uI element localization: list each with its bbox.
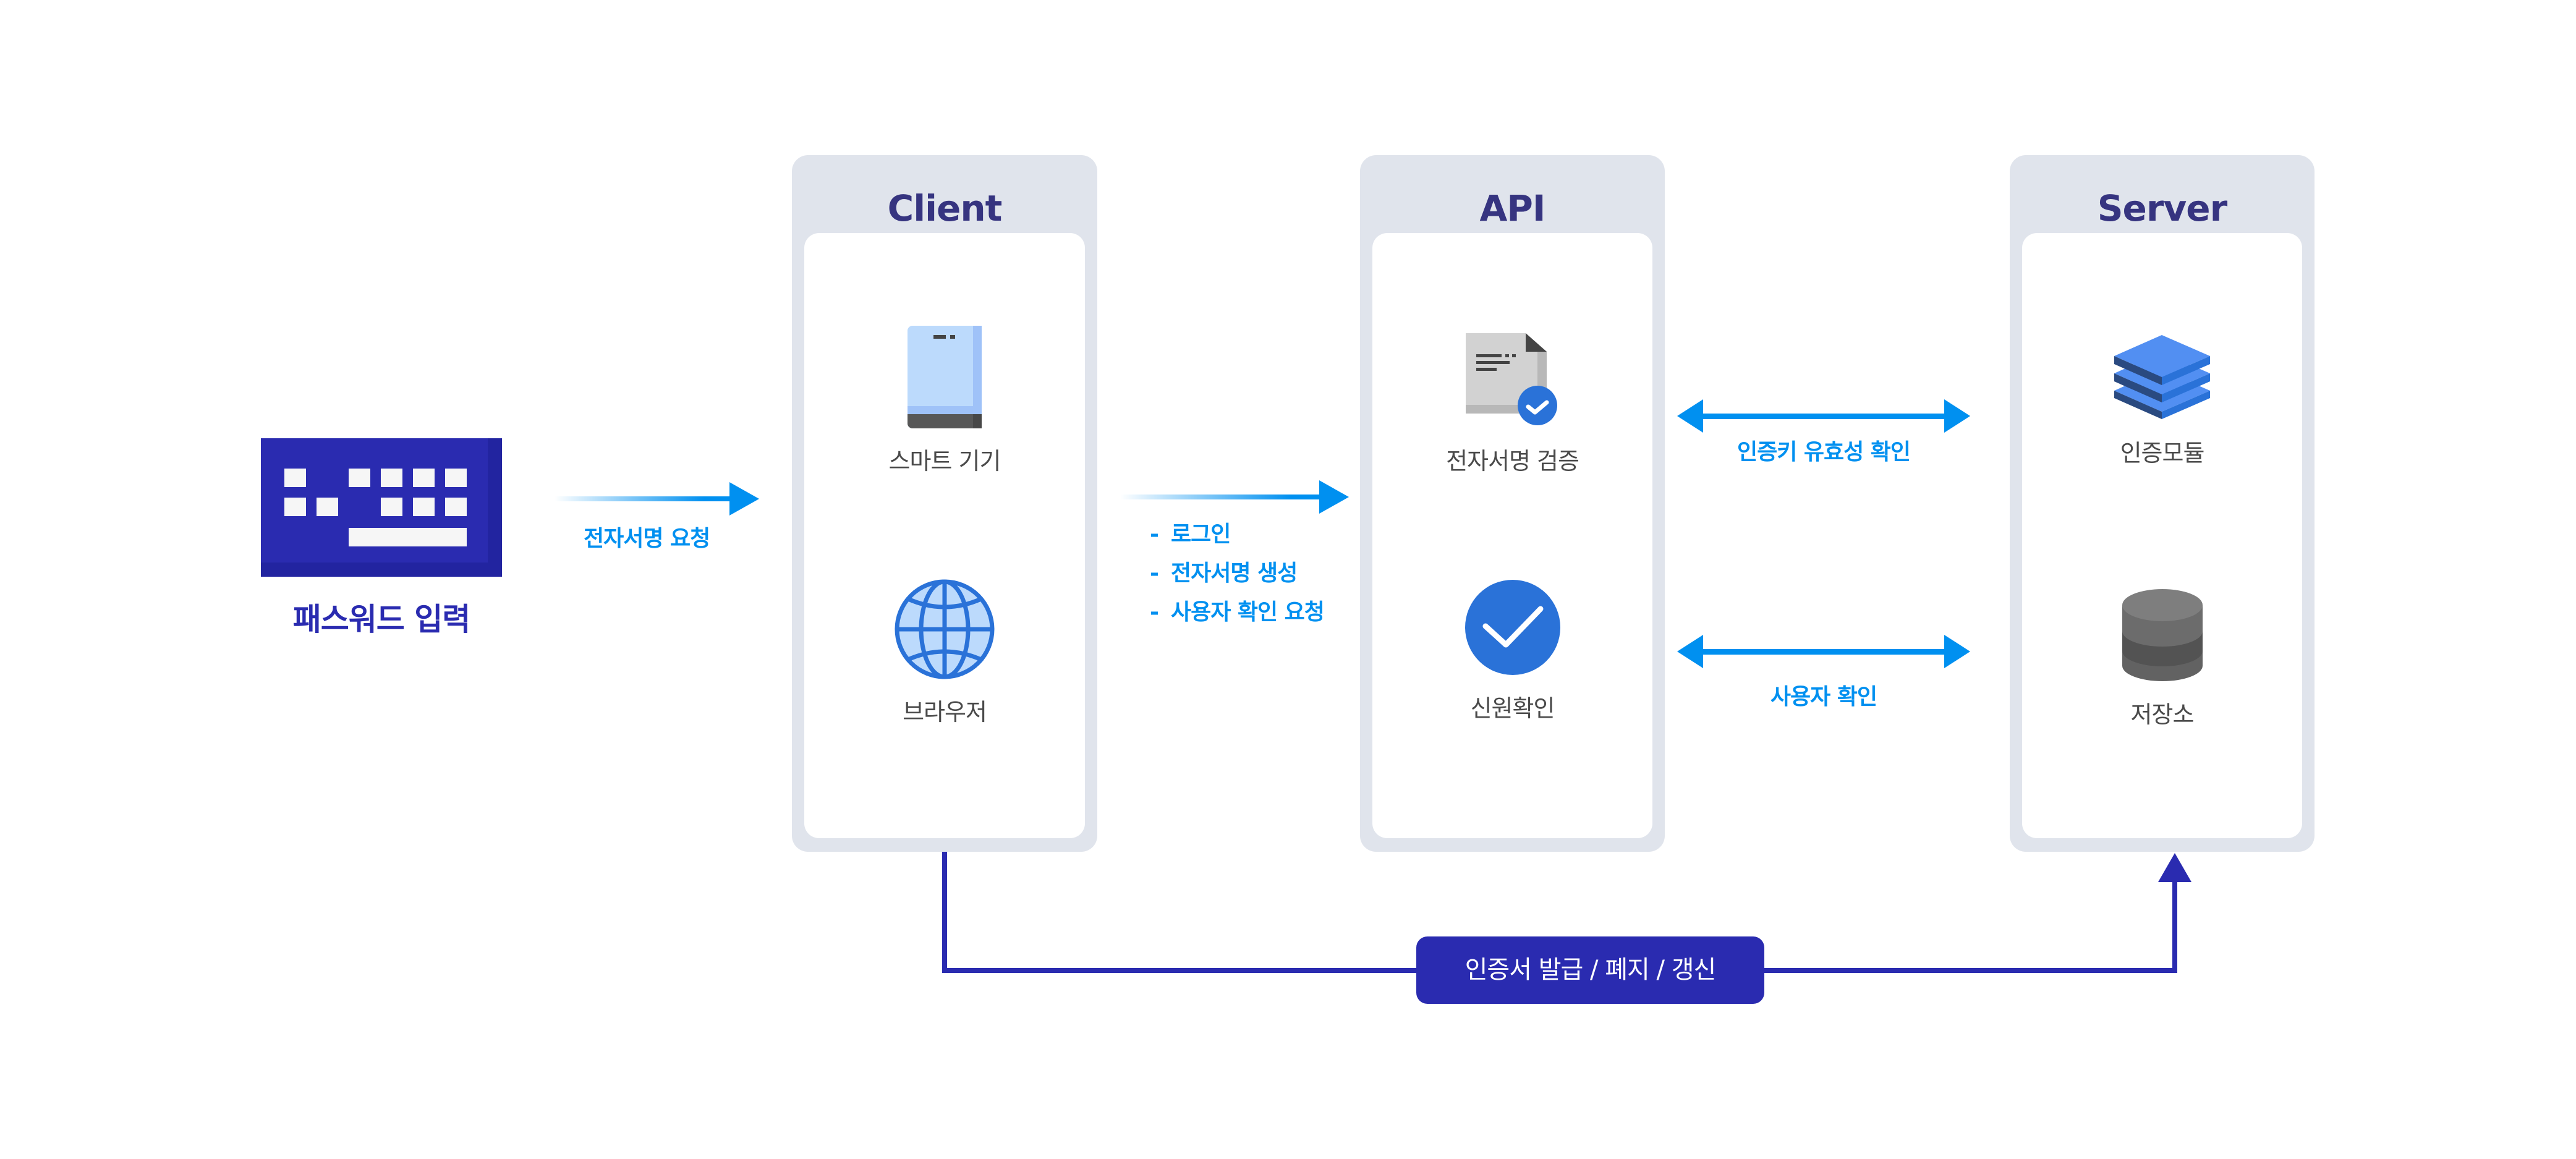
signature-request-label: 전자서명 요청 xyxy=(584,526,710,551)
identity-check-label: 신원확인 xyxy=(1470,695,1555,722)
layers-icon xyxy=(2114,335,2210,419)
signature-verify-item: 전자서명 검증 xyxy=(1372,326,1652,476)
server-panel-title: Server xyxy=(2097,187,2227,229)
keyboard-icon xyxy=(261,438,502,577)
step-user-verify-request: -사용자 확인 요청 xyxy=(1150,600,1325,625)
user-verify-arrow xyxy=(1677,635,1970,668)
step-create-signature: -전자서명 생성 xyxy=(1150,561,1298,586)
certificate-issue-button[interactable]: 인증서 발급 / 폐지 / 갱신 xyxy=(1416,936,1764,1004)
auth-module-label: 인증모듈 xyxy=(2120,439,2205,467)
api-panel-body: 전자서명 검증 신원확인 xyxy=(1372,233,1652,838)
signature-request-arrow xyxy=(555,482,759,516)
identity-check-item: 신원확인 xyxy=(1372,579,1652,723)
password-input-label: 패스워드 입력 xyxy=(292,601,470,637)
signature-verify-label: 전자서명 검증 xyxy=(1446,448,1579,475)
client-panel-body: 스마트 기기 브라우저 xyxy=(804,233,1085,838)
storage-item: 저장소 xyxy=(2022,589,2302,729)
browser-item: 브라우저 xyxy=(804,579,1085,727)
client-to-api-steps: -로그인 -전자서명 생성 -사용자 확인 요청 xyxy=(1150,520,1325,637)
globe-icon xyxy=(895,579,995,679)
storage-label: 저장소 xyxy=(2130,701,2195,728)
key-validity-arrow xyxy=(1677,399,1970,433)
smartphone-icon xyxy=(908,326,982,428)
api-panel: API 전자서명 검증 신원확인 xyxy=(1360,155,1665,852)
auth-module-item: 인증모듈 xyxy=(2022,335,2302,468)
api-panel-title: API xyxy=(1479,187,1546,229)
client-panel: Client 스마트 기기 브라우저 xyxy=(792,155,1097,852)
smart-device-label: 스마트 기기 xyxy=(888,448,1001,475)
check-circle-icon xyxy=(1464,580,1560,675)
smart-device-item: 스마트 기기 xyxy=(804,326,1085,476)
key-validity-label: 인증키 유효성 확인 xyxy=(1736,439,1911,465)
user-verify-label: 사용자 확인 xyxy=(1770,684,1877,710)
document-check-icon xyxy=(1465,333,1557,425)
browser-label: 브라우저 xyxy=(903,698,987,726)
server-panel-body: 인증모듈 저장소 xyxy=(2022,233,2302,838)
server-panel: Server 인증모듈 xyxy=(2010,155,2315,852)
step-login: -로그인 xyxy=(1150,522,1231,547)
certificate-arrowhead xyxy=(2158,853,2191,882)
client-to-api-arrow xyxy=(1120,480,1349,514)
client-panel-title: Client xyxy=(887,187,1003,229)
database-icon xyxy=(2122,589,2203,681)
